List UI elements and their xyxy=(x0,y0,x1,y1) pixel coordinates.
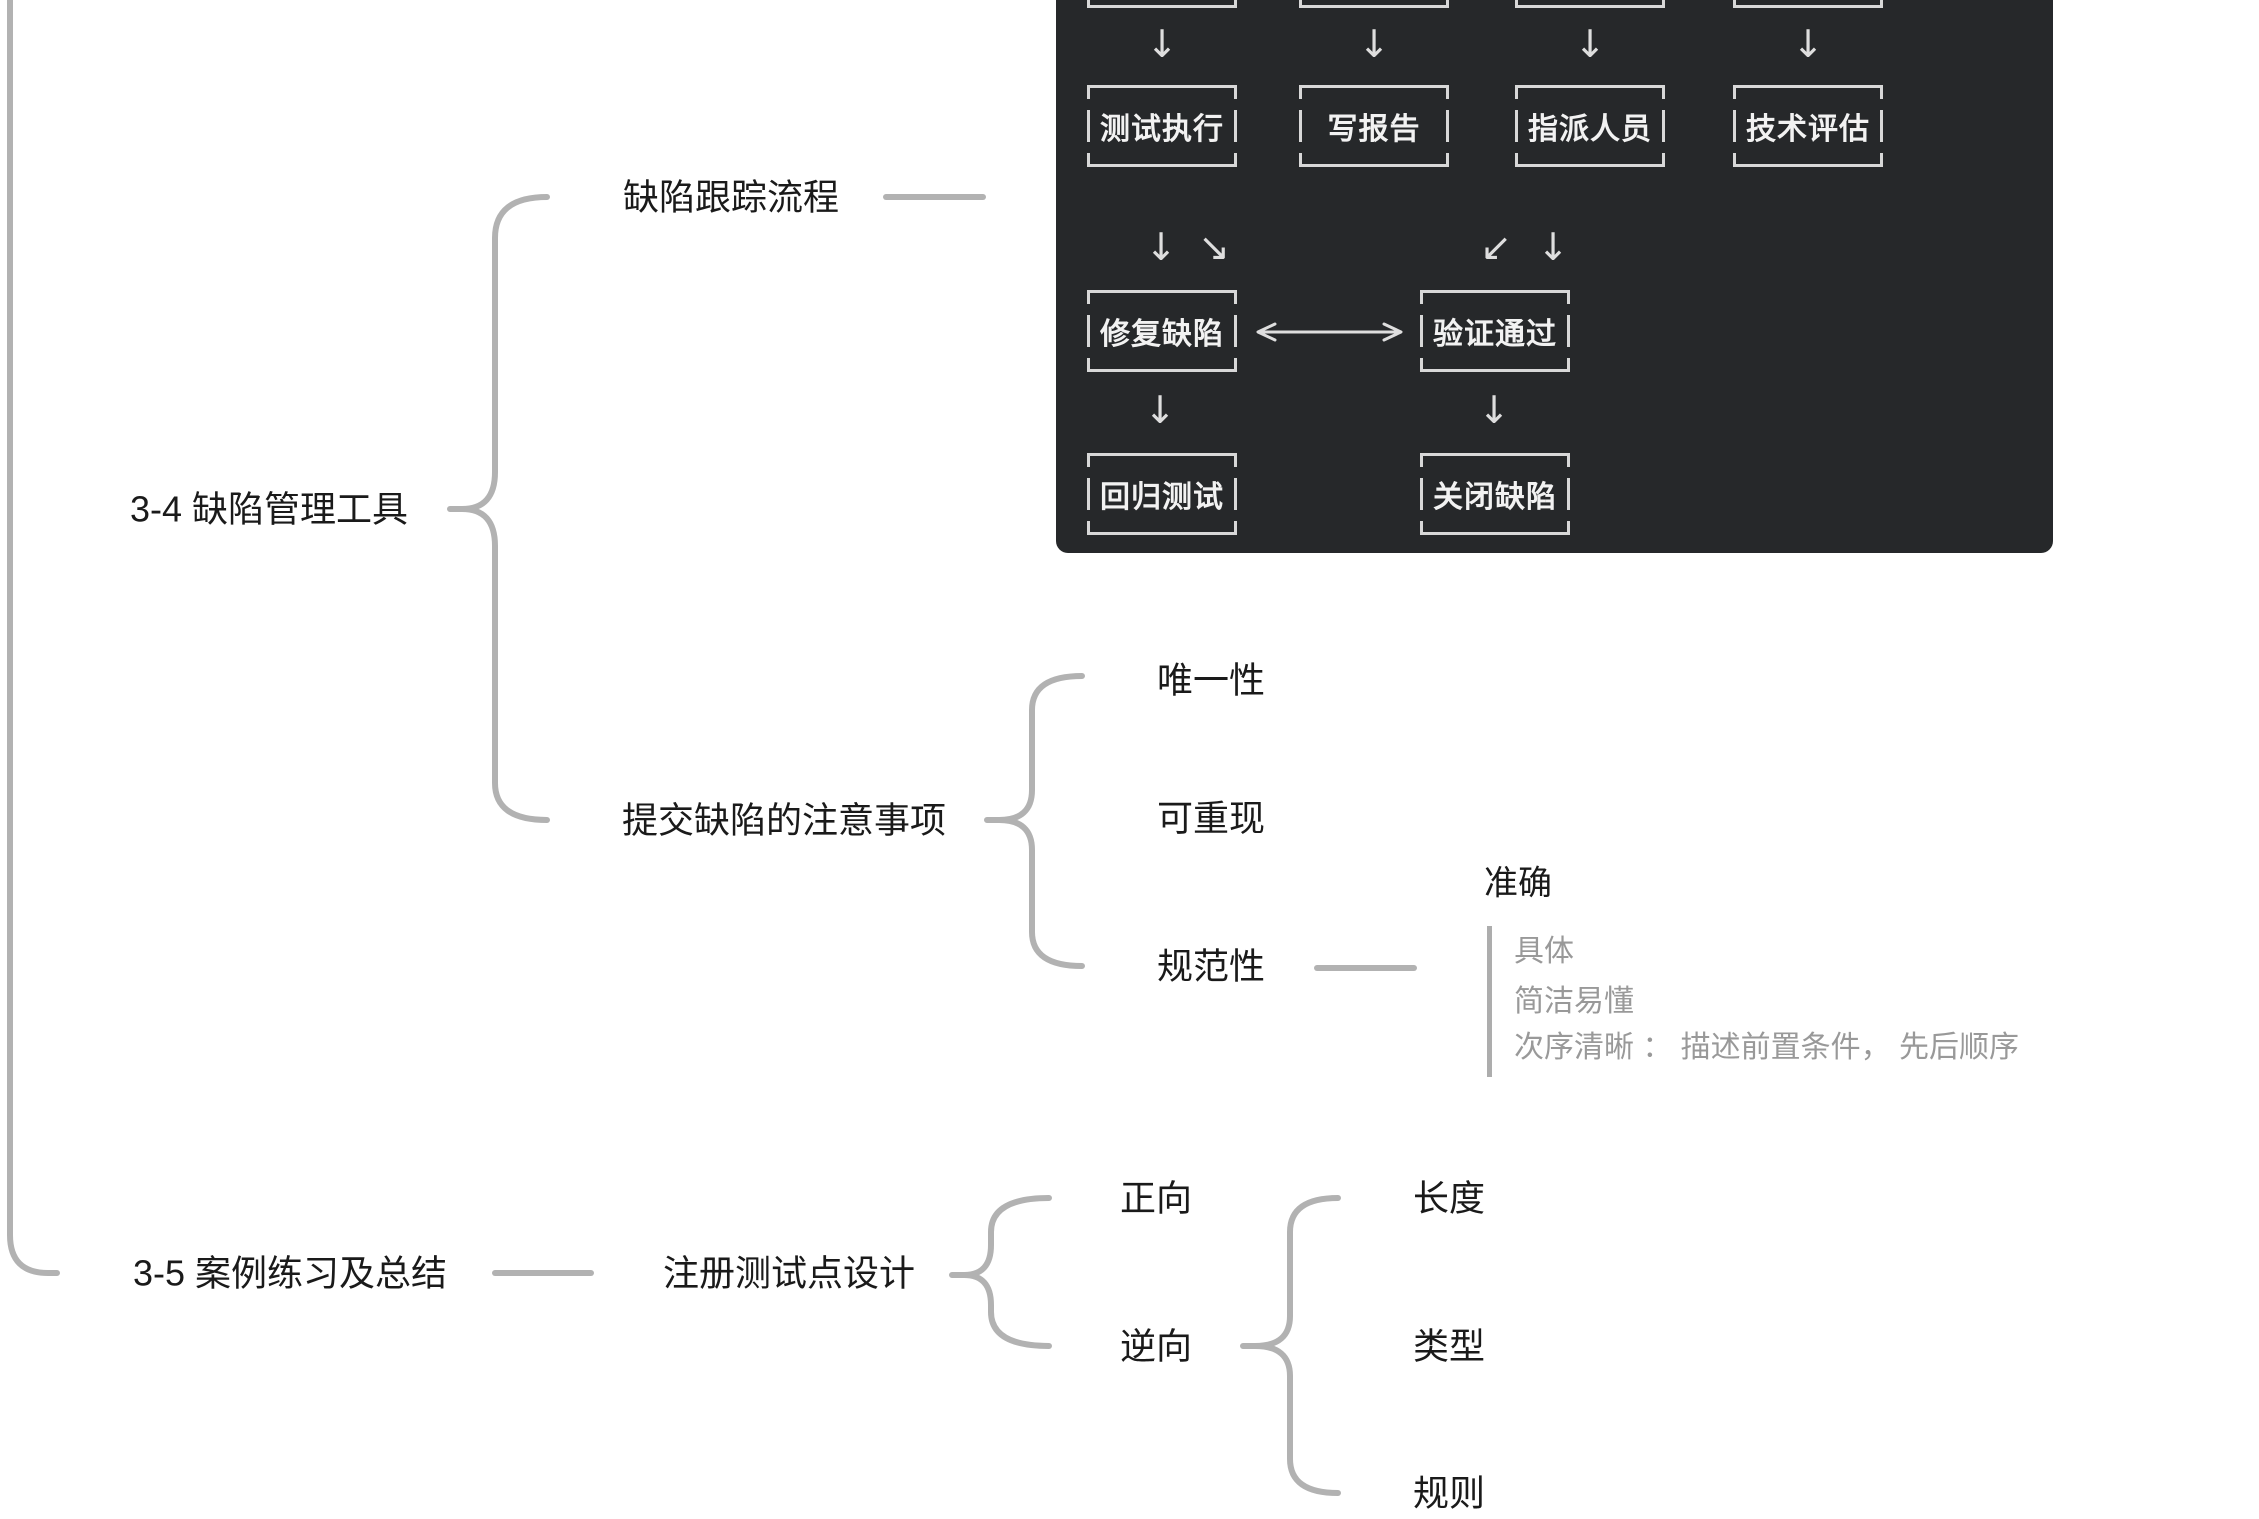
flow-box-cropped xyxy=(1087,0,1237,8)
flow-box-cropped xyxy=(1515,0,1665,8)
detail-item-concise[interactable]: 简洁易懂 xyxy=(1514,984,1634,1018)
brace-submit-notes xyxy=(984,673,1085,969)
connector-3-5-register xyxy=(492,1270,594,1276)
flow-box-label: 写报告 xyxy=(1327,113,1421,146)
down-arrow-icon: ↓ xyxy=(1358,22,1390,66)
topic-reproducible[interactable]: 可重现 xyxy=(1157,797,1266,839)
topic-accurate[interactable]: 准确 xyxy=(1484,864,1552,903)
topic-negative[interactable]: 逆向 xyxy=(1120,1325,1193,1367)
flow-box-label: 指派人员 xyxy=(1528,113,1652,146)
down-left-arrow-icon: ↙ xyxy=(1480,225,1512,269)
detail-item-specific[interactable]: 具体 xyxy=(1514,934,1574,968)
detail-item-order[interactable]: 次序清晰 ： 描述前置条件， 先后顺序 xyxy=(1514,1030,2020,1064)
connector-standardization-detail xyxy=(1314,965,1417,971)
brace-register-design xyxy=(949,1195,1052,1349)
defect-flow-image[interactable]: ↓ ↓ ↓ ↓ 测试执行 写报告 指派人员 技术评估 ↓ ↘ ↙ ↓ 修复缺陷 … xyxy=(1056,0,2053,553)
down-arrow-icon: ↓ xyxy=(1145,225,1177,269)
down-right-arrow-icon: ↘ xyxy=(1198,225,1230,269)
flow-box-label: 验证通过 xyxy=(1433,318,1557,351)
connector-tracking-image xyxy=(883,194,986,200)
flow-box-test-execute: 测试执行 xyxy=(1087,85,1237,167)
brace-node-34 xyxy=(447,194,550,823)
down-arrow-icon: ↓ xyxy=(1144,388,1176,432)
topic-register-design[interactable]: 注册测试点设计 xyxy=(663,1252,916,1294)
down-arrow-icon: ↓ xyxy=(1574,22,1606,66)
brace-reverse xyxy=(1240,1195,1341,1496)
down-arrow-icon: ↓ xyxy=(1537,225,1569,269)
down-arrow-icon: ↓ xyxy=(1146,22,1178,66)
flow-box-label: 测试执行 xyxy=(1100,113,1224,146)
topic-submit-notes[interactable]: 提交缺陷的注意事项 xyxy=(622,799,947,841)
flow-box-fix-defect: 修复缺陷 xyxy=(1087,290,1237,372)
flow-box-cropped xyxy=(1299,0,1449,8)
topic-length[interactable]: 长度 xyxy=(1413,1177,1486,1219)
flow-box-assign-person: 指派人员 xyxy=(1515,85,1665,167)
flow-box-tech-review: 技术评估 xyxy=(1733,85,1883,167)
flow-box-write-report: 写报告 xyxy=(1299,85,1449,167)
topic-type[interactable]: 类型 xyxy=(1413,1325,1486,1367)
flow-box-verify-pass: 验证通过 xyxy=(1420,290,1570,372)
topic-positive[interactable]: 正向 xyxy=(1120,1177,1193,1219)
detail-list-bar xyxy=(1487,926,1492,1077)
flow-box-close-defect: 关闭缺陷 xyxy=(1420,453,1570,535)
flow-box-label: 关闭缺陷 xyxy=(1433,481,1557,514)
down-arrow-icon: ↓ xyxy=(1792,22,1824,66)
topic-uniqueness[interactable]: 唯一性 xyxy=(1157,659,1266,701)
topic-rule[interactable]: 规则 xyxy=(1413,1472,1486,1514)
flow-box-regression-test: 回归测试 xyxy=(1087,453,1237,535)
down-arrow-icon: ↓ xyxy=(1478,388,1510,432)
flow-box-label: 修复缺陷 xyxy=(1100,318,1224,351)
topic-3-5[interactable]: 3-5 案例练习及总结 xyxy=(133,1252,448,1294)
parent-branch-curve xyxy=(7,0,60,1276)
topic-standardization[interactable]: 规范性 xyxy=(1157,945,1266,987)
flow-box-label: 回归测试 xyxy=(1100,481,1224,514)
topic-3-4[interactable]: 3-4 缺陷管理工具 xyxy=(130,488,409,530)
flow-box-label: 技术评估 xyxy=(1746,113,1870,146)
flow-box-cropped xyxy=(1733,0,1883,8)
topic-defect-tracking[interactable]: 缺陷跟踪流程 xyxy=(623,176,840,218)
